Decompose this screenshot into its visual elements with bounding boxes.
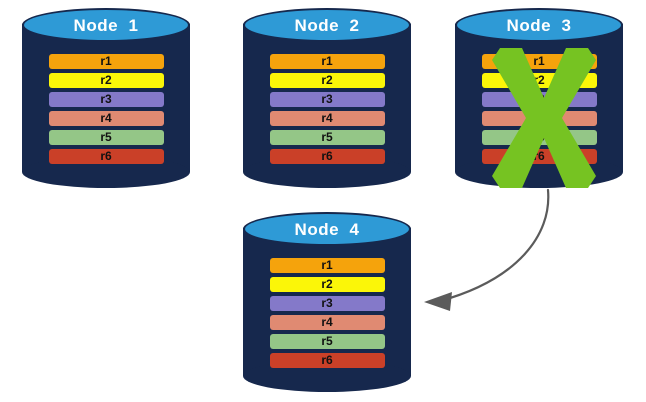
node-2-row-r4[interactable]: r4 <box>269 111 385 126</box>
recovery-arrow-head <box>424 292 452 311</box>
node-1-row-r5[interactable]: r5 <box>48 130 164 145</box>
node-1-title: Node 1 <box>73 16 139 35</box>
node-1-cylinder-top <box>22 8 190 42</box>
node-1-row-r4[interactable]: r4 <box>48 111 164 126</box>
node-4-row-r6[interactable]: r6 <box>269 353 385 368</box>
node-4-row-r4[interactable]: r4 <box>269 315 385 330</box>
node-3-row-r4[interactable]: r4 <box>481 111 597 126</box>
node-3-cylinder-top <box>455 8 623 42</box>
node-1-row-r2[interactable]: r2 <box>48 73 164 88</box>
node-1-row-r1[interactable]: r1 <box>48 54 164 69</box>
node-2-row-r3[interactable]: r3 <box>269 92 385 107</box>
node-2-row-r6[interactable]: r6 <box>269 149 385 164</box>
node-3-title: Node 3 <box>506 16 572 35</box>
node-2-cylinder-top <box>243 8 411 42</box>
node-3-row-r3[interactable]: r3 <box>481 92 597 107</box>
node-2-row-list: r1 r2 r3 r4 r5 r6 <box>243 54 411 164</box>
node-1-row-r3[interactable]: r3 <box>48 92 164 107</box>
recovery-arrow-line <box>438 188 550 303</box>
node-2[interactable]: Node 2 r1 r2 r3 r4 r5 r6 <box>243 8 411 188</box>
node-1-row-r6[interactable]: r6 <box>48 149 164 164</box>
node-4-row-r5[interactable]: r5 <box>269 334 385 349</box>
node-3-row-r5[interactable]: r5 <box>481 130 597 145</box>
node-3[interactable]: Node 3 r1 r2 r3 r4 r5 r6 <box>455 8 623 188</box>
node-4[interactable]: Node 4 r1 r2 r3 r4 r5 r6 <box>243 212 411 392</box>
node-2-title: Node 2 <box>294 16 360 35</box>
node-4-row-r3[interactable]: r3 <box>269 296 385 311</box>
node-4-title: Node 4 <box>294 220 360 239</box>
node-4-row-r2[interactable]: r2 <box>269 277 385 292</box>
node-3-row-r1[interactable]: r1 <box>481 54 597 69</box>
node-4-cylinder-top <box>243 212 411 246</box>
node-1-row-list: r1 r2 r3 r4 r5 r6 <box>22 54 190 164</box>
node-2-row-r1[interactable]: r1 <box>269 54 385 69</box>
node-2-row-r2[interactable]: r2 <box>269 73 385 88</box>
node-3-row-r6[interactable]: r6 <box>481 149 597 164</box>
node-3-row-r2[interactable]: r2 <box>481 73 597 88</box>
node-3-row-list: r1 r2 r3 r4 r5 r6 <box>455 54 623 164</box>
node-2-row-r5[interactable]: r5 <box>269 130 385 145</box>
node-4-row-list: r1 r2 r3 r4 r5 r6 <box>243 258 411 368</box>
node-1[interactable]: Node 1 r1 r2 r3 r4 r5 r6 <box>22 8 190 188</box>
node-4-row-r1[interactable]: r1 <box>269 258 385 273</box>
